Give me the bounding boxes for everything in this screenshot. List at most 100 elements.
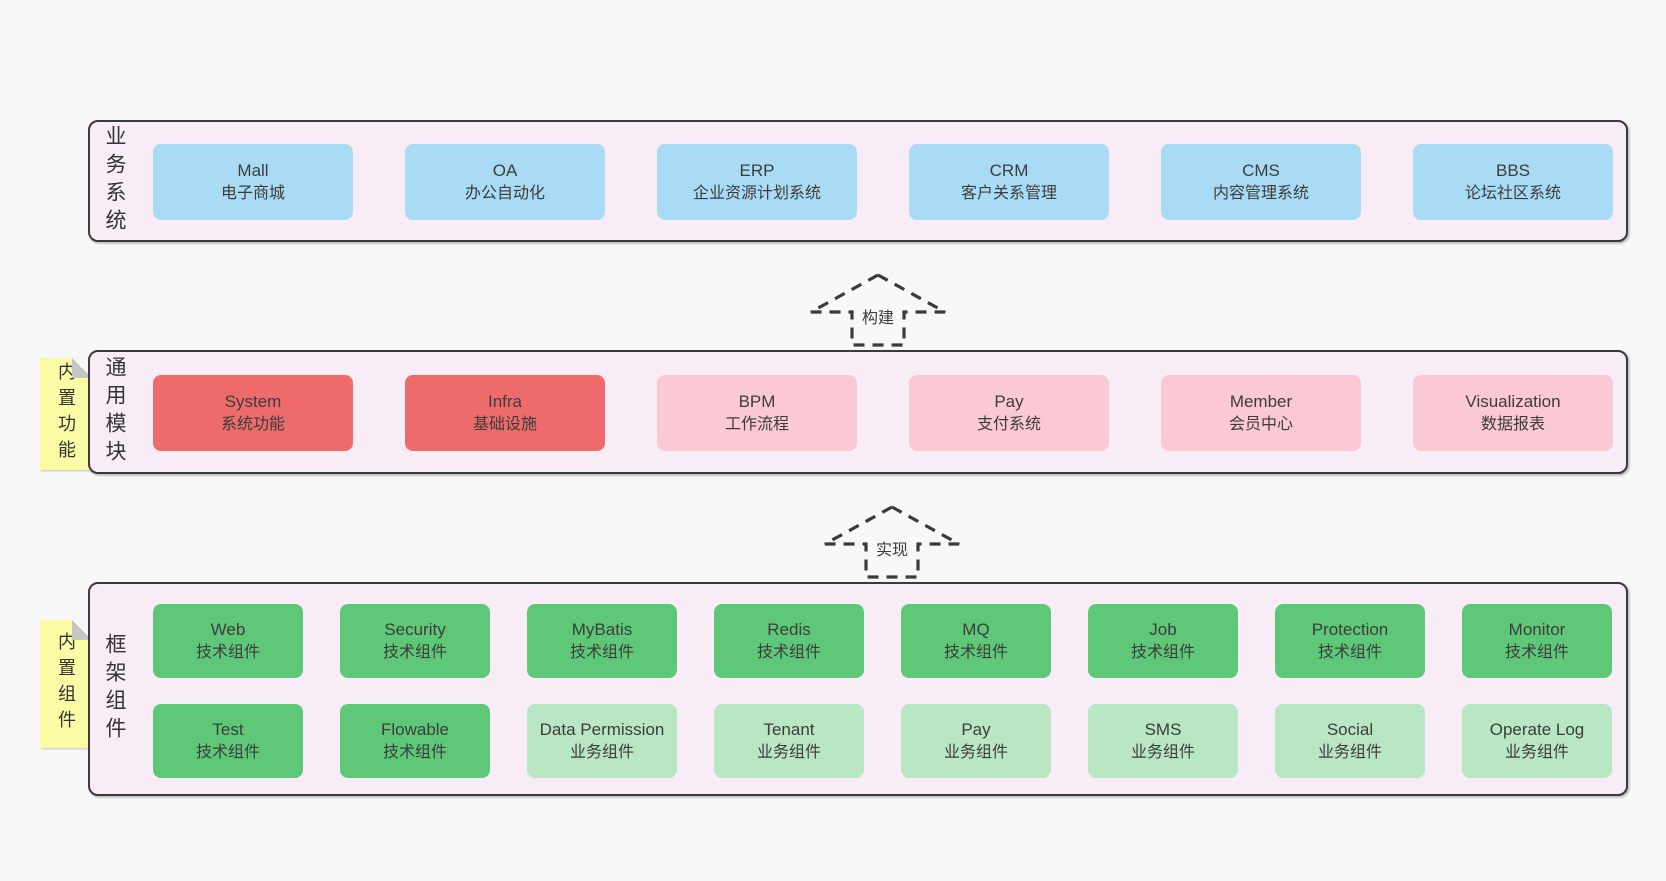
box-monitor: Monitor 技术组件 — [1462, 604, 1612, 678]
box-title: Visualization — [1465, 391, 1561, 411]
box-subtitle: 技术组件 — [1130, 643, 1195, 661]
box-flowable: Flowable 技术组件 — [340, 704, 490, 778]
box-subtitle: 技术组件 — [569, 643, 634, 661]
box-title: BPM — [738, 391, 776, 411]
box-protection: Protection 技术组件 — [1275, 604, 1425, 678]
box-title: Security — [384, 619, 446, 639]
box-redis: Redis 技术组件 — [714, 604, 864, 678]
folded-corner-icon — [72, 620, 92, 640]
box-title: Pay — [961, 719, 991, 739]
box-subtitle: 系统功能 — [220, 415, 285, 433]
box-subtitle: 会员中心 — [1228, 415, 1293, 433]
box-title: Pay — [994, 391, 1024, 411]
arrow-label: 构建 — [857, 303, 899, 329]
dashed-up-arrow-icon — [824, 505, 960, 579]
box-tenant: Tenant 业务组件 — [714, 704, 864, 778]
arrow-label: 实现 — [871, 535, 913, 561]
box-subtitle: 工作流程 — [724, 415, 789, 433]
box-subtitle: 技术组件 — [195, 643, 260, 661]
box-subtitle: 业务组件 — [943, 743, 1008, 761]
box-social: Social 业务组件 — [1275, 704, 1425, 778]
layer-framework-components: 框架组件 Web 技术组件 Security 技术组件 MyBatis 技术组件… — [88, 582, 1628, 796]
box-subtitle: 企业资源计划系统 — [692, 184, 821, 202]
box-title: Web — [210, 619, 246, 639]
box-subtitle: 基础设施 — [472, 415, 537, 433]
box-oa: OA 办公自动化 — [405, 144, 605, 220]
box-title: Monitor — [1508, 619, 1566, 639]
box-title: Member — [1229, 391, 1293, 411]
layer-side-label: 通用模块 — [103, 356, 126, 468]
box-subtitle: 业务组件 — [569, 743, 634, 761]
box-subtitle: 技术组件 — [1317, 643, 1382, 661]
box-mall: Mall 电子商城 — [153, 144, 353, 220]
note-text: 内置组件 — [56, 632, 76, 736]
components-row-2: Test 技术组件 Flowable 技术组件 Data Permission … — [153, 704, 1612, 778]
box-subtitle: 技术组件 — [382, 743, 447, 761]
box-crm: CRM 客户关系管理 — [909, 144, 1109, 220]
box-title: Tenant — [763, 719, 815, 739]
box-subtitle: 支付系统 — [976, 415, 1041, 433]
dashed-up-arrow-icon — [810, 273, 946, 347]
box-title: CMS — [1242, 160, 1280, 180]
box-title: Operate Log — [1489, 719, 1585, 739]
box-data-permission: Data Permission 业务组件 — [527, 704, 677, 778]
box-title: ERP — [739, 160, 775, 180]
layer-side-label: 框架组件 — [103, 633, 126, 745]
box-title: Flowable — [380, 719, 450, 739]
folded-corner-icon — [72, 358, 92, 378]
box-visualization: Visualization 数据报表 — [1413, 375, 1613, 451]
box-title: Redis — [767, 619, 811, 639]
box-title: Data Permission — [539, 719, 665, 739]
box-title: Test — [212, 719, 244, 739]
box-subtitle: 办公自动化 — [464, 184, 545, 202]
box-subtitle: 内容管理系统 — [1212, 184, 1309, 202]
box-subtitle: 电子商城 — [220, 184, 285, 202]
box-infra: Infra 基础设施 — [405, 375, 605, 451]
modules-row: System 系统功能 Infra 基础设施 BPM 工作流程 Pay 支付系统… — [153, 375, 1613, 451]
box-erp: ERP 企业资源计划系统 — [657, 144, 857, 220]
box-title: Protection — [1311, 619, 1389, 639]
arrow-implement: 实现 — [822, 504, 962, 580]
box-subtitle: 业务组件 — [756, 743, 821, 761]
box-title: Job — [1149, 619, 1177, 639]
business-row: Mall 电子商城 OA 办公自动化 ERP 企业资源计划系统 CRM 客户关系… — [153, 144, 1613, 220]
box-subtitle: 技术组件 — [382, 643, 447, 661]
box-operate-log: Operate Log 业务组件 — [1462, 704, 1612, 778]
box-pay-component: Pay 业务组件 — [901, 704, 1051, 778]
box-title: BBS — [1495, 160, 1531, 180]
box-bbs: BBS 论坛社区系统 — [1413, 144, 1613, 220]
note-builtin-functions: 内置功能 — [40, 358, 92, 470]
box-subtitle: 客户关系管理 — [960, 184, 1057, 202]
box-title: OA — [492, 160, 518, 180]
box-subtitle: 业务组件 — [1317, 743, 1382, 761]
box-subtitle: 技术组件 — [756, 643, 821, 661]
box-subtitle: 技术组件 — [1504, 643, 1569, 661]
layer-side-label: 业务系统 — [103, 125, 126, 237]
box-bpm: BPM 工作流程 — [657, 375, 857, 451]
box-title: MQ — [962, 619, 990, 639]
box-title: SMS — [1144, 719, 1182, 739]
box-security: Security 技术组件 — [340, 604, 490, 678]
note-text: 内置功能 — [56, 362, 76, 466]
box-title: CRM — [989, 160, 1029, 180]
box-test: Test 技术组件 — [153, 704, 303, 778]
layer-business-systems: 业务系统 Mall 电子商城 OA 办公自动化 ERP 企业资源计划系统 CRM… — [88, 120, 1628, 242]
box-subtitle: 技术组件 — [943, 643, 1008, 661]
box-mq: MQ 技术组件 — [901, 604, 1051, 678]
box-job: Job 技术组件 — [1088, 604, 1238, 678]
box-title: Infra — [487, 391, 523, 411]
components-row-1: Web 技术组件 Security 技术组件 MyBatis 技术组件 Redi… — [153, 604, 1612, 678]
layer-common-modules: 通用模块 System 系统功能 Infra 基础设施 BPM 工作流程 Pay… — [88, 350, 1628, 474]
box-web: Web 技术组件 — [153, 604, 303, 678]
box-sms: SMS 业务组件 — [1088, 704, 1238, 778]
arrow-build: 构建 — [808, 272, 948, 348]
box-mybatis: MyBatis 技术组件 — [527, 604, 677, 678]
box-subtitle: 业务组件 — [1130, 743, 1195, 761]
box-title: MyBatis — [571, 619, 633, 639]
box-system: System 系统功能 — [153, 375, 353, 451]
box-subtitle: 业务组件 — [1504, 743, 1569, 761]
box-member: Member 会员中心 — [1161, 375, 1361, 451]
box-title: Mall — [237, 160, 269, 180]
box-subtitle: 技术组件 — [195, 743, 260, 761]
box-cms: CMS 内容管理系统 — [1161, 144, 1361, 220]
